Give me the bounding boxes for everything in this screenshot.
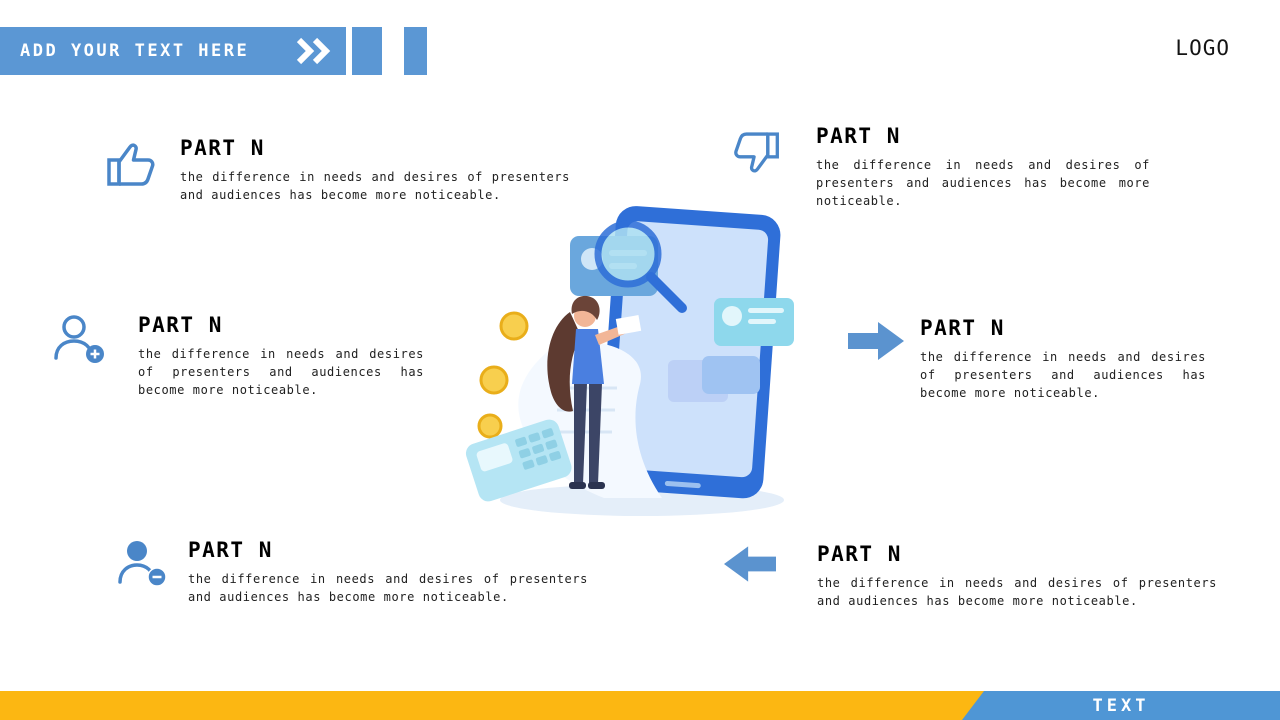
- part-section-top-left: PART N the difference in needs and desir…: [103, 136, 570, 204]
- part-title: PART N: [920, 316, 1005, 340]
- part-section-middle-left: PART N the difference in needs and desir…: [50, 313, 424, 399]
- footer-accent: TEXT: [962, 691, 1280, 720]
- footer-label: TEXT: [1092, 695, 1150, 716]
- part-title: PART N: [817, 542, 902, 566]
- center-illustration: [452, 198, 812, 528]
- part-body: the difference in needs and desires of p…: [138, 347, 424, 397]
- part-title: PART N: [180, 136, 265, 160]
- part-title: PART N: [138, 313, 223, 337]
- part-section-bottom-left: PART N the difference in needs and desir…: [114, 538, 588, 606]
- part-section-top-right: PART N the difference in needs and desir…: [728, 124, 1150, 210]
- part-title: PART N: [816, 124, 901, 148]
- arrow-left-icon: [724, 544, 776, 584]
- part-body: the difference in needs and desires of p…: [180, 170, 570, 202]
- double-chevron-right-icon: [294, 37, 332, 65]
- part-body: the difference in needs and desires of p…: [920, 350, 1206, 400]
- thumbs-up-icon: [103, 136, 161, 190]
- part-body: the difference in needs and desires of p…: [188, 572, 588, 604]
- part-body: the difference in needs and desires of p…: [817, 576, 1217, 608]
- arrow-right-icon: [848, 320, 904, 362]
- thumbs-down-icon: [728, 128, 783, 180]
- logo-text: LOGO: [1175, 36, 1230, 60]
- title-banner: ADD YOUR TEXT HERE: [0, 27, 346, 75]
- banner-square: [352, 27, 382, 75]
- part-body: the difference in needs and desires of p…: [816, 158, 1150, 208]
- remove-user-icon: [114, 538, 169, 588]
- banner-square: [404, 27, 427, 75]
- part-title: PART N: [188, 538, 273, 562]
- part-section-middle-right: PART N the difference in needs and desir…: [848, 316, 1206, 402]
- add-user-icon: [50, 313, 107, 365]
- part-section-bottom-right: PART N the difference in needs and desir…: [724, 542, 1217, 610]
- banner-title: ADD YOUR TEXT HERE: [20, 41, 250, 61]
